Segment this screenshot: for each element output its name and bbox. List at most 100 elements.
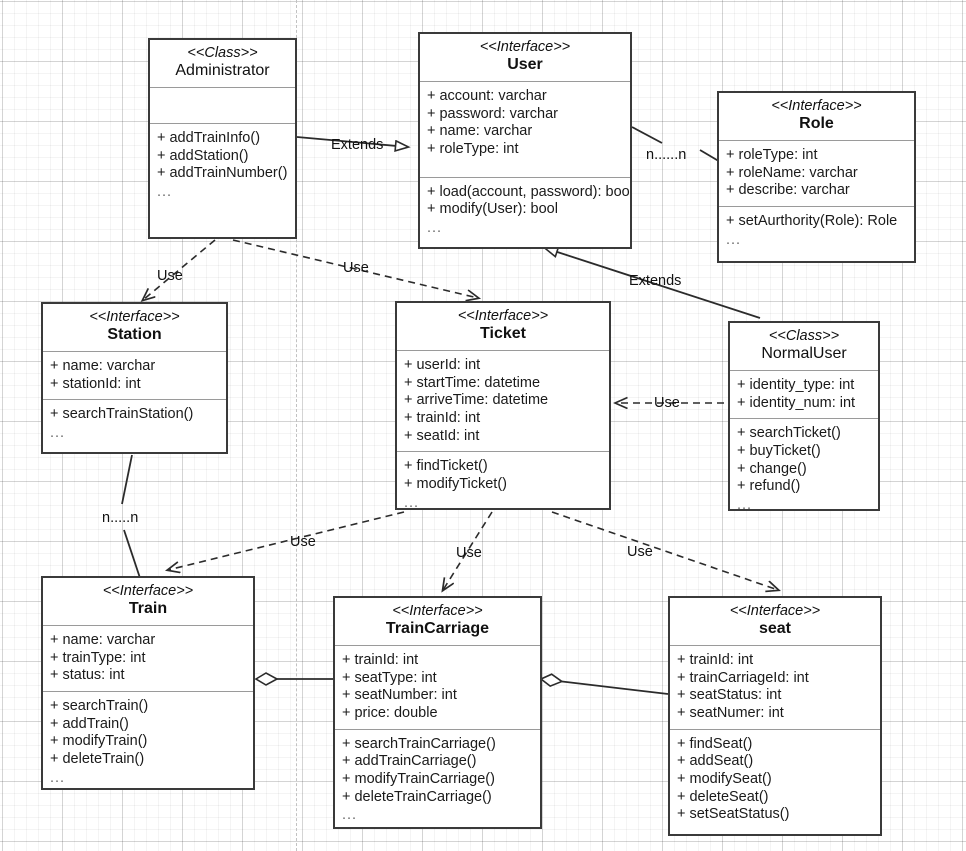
- method-item: + modifyTrainCarriage(): [342, 771, 495, 788]
- method-item: + addSeat(): [677, 753, 754, 770]
- methods-ellipsis: ...: [342, 807, 358, 824]
- class-title: Administrator: [175, 62, 270, 80]
- attributes-compartment-seat: + trainId: int + trainCarriageId: int + …: [670, 646, 880, 730]
- methods-ellipsis: ...: [50, 769, 66, 786]
- method-item: + deleteSeat(): [677, 788, 769, 805]
- methods-ellipsis: ....: [677, 825, 698, 836]
- page-break-guide: [296, 0, 297, 851]
- attribute-item: + price: double: [342, 705, 438, 722]
- methods-ellipsis: ...: [50, 425, 66, 442]
- methods-compartment-train: + searchTrain() + addTrain() + modifyTra…: [43, 692, 253, 788]
- attributes-compartment-station: + name: varchar + stationId: int: [43, 352, 226, 401]
- attribute-item: + seatStatus: int: [677, 687, 782, 704]
- class-stereotype: <<Interface>>: [392, 603, 483, 619]
- class-title: Ticket: [480, 325, 526, 343]
- class-header-traincarriage: <<Interface>> TrainCarriage: [335, 598, 540, 646]
- attribute-item: + identity_num: int: [737, 394, 856, 411]
- edge-label-normaluser-extends-user: Extends: [629, 273, 682, 289]
- method-item: + searchTrain(): [50, 698, 149, 715]
- method-item: + modifySeat(): [677, 771, 772, 788]
- attribute-item: + roleName: varchar: [726, 164, 858, 181]
- methods-compartment-role: + setAurthority(Role): Role ...: [719, 207, 914, 256]
- edge-label-ticket-uses-seat: Use: [627, 544, 653, 560]
- class-stereotype: <<Interface>>: [771, 98, 862, 114]
- class-box-ticket[interactable]: <<Interface>> Ticket + userId: int + sta…: [395, 301, 611, 510]
- class-header-role: <<Interface>> Role: [719, 93, 914, 141]
- method-item: + findSeat(): [677, 735, 753, 752]
- class-header-station: <<Interface>> Station: [43, 304, 226, 352]
- attributes-compartment-traincarriage: + trainId: int + seatType: int + seatNum…: [335, 646, 540, 730]
- method-item: + searchTrainStation(): [50, 406, 194, 423]
- attribute-item: + seatId: int: [404, 427, 480, 444]
- class-box-traincarriage[interactable]: <<Interface>> TrainCarriage + trainId: i…: [333, 596, 542, 829]
- attributes-compartment-administrator: [150, 88, 295, 124]
- method-item: + modify(User): bool: [427, 201, 558, 218]
- class-title: Role: [799, 115, 834, 133]
- attributes-compartment-user: + account: varchar + password: varchar +…: [420, 82, 630, 178]
- method-item: + searchTicket(): [737, 425, 841, 442]
- class-header-user: <<Interface>> User: [420, 34, 630, 82]
- methods-compartment-normaluser: + searchTicket() + buyTicket() + change(…: [730, 419, 878, 511]
- attribute-item: + seatType: int: [342, 669, 437, 686]
- methods-compartment-station: + searchTrainStation() ...: [43, 400, 226, 449]
- class-box-user[interactable]: <<Interface>> User + account: varchar + …: [418, 32, 632, 249]
- class-header-train: <<Interface>> Train: [43, 578, 253, 626]
- class-box-administrator[interactable]: <<Class>> Administrator + addTrainInfo()…: [148, 38, 297, 239]
- class-box-role[interactable]: <<Interface>> Role + roleType: int + rol…: [717, 91, 916, 263]
- edge-label-admin-uses-station: Use: [157, 268, 183, 284]
- class-stereotype: <<Class>>: [768, 328, 840, 344]
- class-stereotype: <<Interface>>: [457, 308, 549, 324]
- class-box-seat[interactable]: <<Interface>> seat + trainId: int + trai…: [668, 596, 882, 836]
- method-item: + addTrainCarriage(): [342, 753, 477, 770]
- attribute-item: + seatNumber: int: [342, 687, 457, 704]
- attribute-item: + arriveTime: datetime: [404, 392, 549, 409]
- attribute-item: + trainId: int: [677, 651, 754, 668]
- edge-label-normaluser-uses-ticket: Use: [654, 395, 680, 411]
- attribute-item: + identity_type: int: [737, 376, 855, 393]
- class-stereotype: <<Interface>>: [89, 309, 180, 325]
- attribute-item: + name: varchar: [427, 123, 533, 140]
- attribute-item: + stationId: int: [50, 375, 141, 392]
- attributes-compartment-train: + name: varchar + trainType: int + statu…: [43, 626, 253, 693]
- method-item: + refund(): [737, 478, 801, 495]
- method-item: + setSeatStatus(): [677, 806, 790, 823]
- methods-ellipsis: ...: [737, 497, 753, 511]
- attribute-item: + roleType: int: [726, 146, 818, 163]
- class-stereotype: <<Class>>: [187, 45, 258, 61]
- methods-ellipsis: ...: [404, 494, 420, 510]
- class-title: NormalUser: [761, 345, 847, 363]
- attributes-compartment-normaluser: + identity_type: int + identity_num: int: [730, 371, 878, 420]
- method-item: + buyTicket(): [737, 443, 821, 460]
- class-header-normaluser: <<Class>> NormalUser: [730, 323, 878, 371]
- attributes-compartment-ticket: + userId: int + startTime: datetime + ar…: [397, 351, 609, 453]
- methods-compartment-administrator: + addTrainInfo() + addStation() + addTra…: [150, 124, 295, 209]
- attribute-item: + status: int: [50, 667, 125, 684]
- attribute-item: + name: varchar: [50, 631, 156, 648]
- class-title: Train: [128, 600, 168, 618]
- class-title: Station: [107, 326, 162, 344]
- attribute-item: + password: varchar: [427, 105, 558, 122]
- edge-ticket-uses-train: [168, 511, 405, 570]
- method-item: + deleteTrainCarriage(): [342, 788, 492, 805]
- attribute-item: + startTime: datetime: [404, 374, 541, 391]
- class-box-normaluser[interactable]: <<Class>> NormalUser + identity_type: in…: [728, 321, 880, 511]
- method-item: + modifyTrain(): [50, 733, 148, 750]
- class-stereotype: <<Interface>>: [729, 603, 821, 619]
- attribute-item: + trainId: int: [404, 410, 481, 427]
- methods-compartment-user: + load(account, password): bool + modify…: [420, 178, 630, 245]
- attribute-item: + trainId: int: [342, 651, 419, 668]
- methods-ellipsis: ...: [726, 231, 742, 248]
- class-header-seat: <<Interface>> seat: [670, 598, 880, 646]
- class-box-train[interactable]: <<Interface>> Train + name: varchar + tr…: [41, 576, 255, 790]
- edge-label-ticket-uses-train: Use: [290, 534, 316, 550]
- method-item: + setAurthority(Role): Role: [726, 213, 898, 230]
- class-box-station[interactable]: <<Interface>> Station + name: varchar + …: [41, 302, 228, 454]
- attribute-item: + describe: varchar: [726, 182, 850, 199]
- edge-label-admin-extends-user: Extends: [331, 137, 384, 153]
- methods-ellipsis: ...: [157, 184, 173, 201]
- method-item: + change(): [737, 460, 807, 477]
- edge-traincarriage-aggregates-seat: [541, 679, 669, 695]
- method-item: + modifyTicket(): [404, 476, 507, 493]
- class-title: seat: [758, 620, 792, 638]
